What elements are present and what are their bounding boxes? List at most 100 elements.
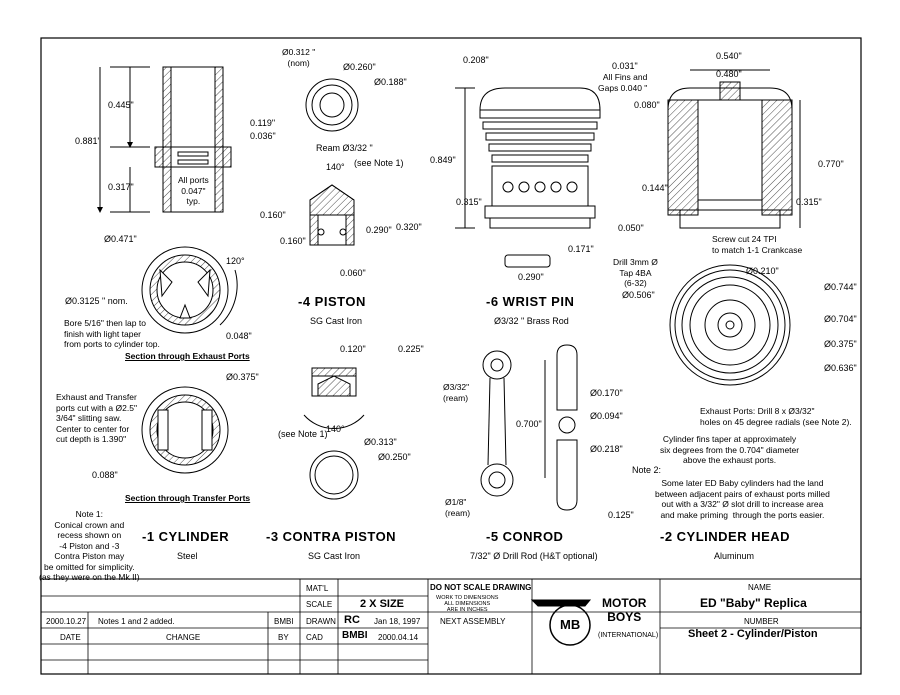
header-by: BY xyxy=(278,633,289,642)
dim-note: Bore 5/16" then lap to finish with light… xyxy=(64,318,160,349)
cylinder-material: Steel xyxy=(177,551,198,561)
name-label: NAME xyxy=(748,583,772,592)
cylinder-head-section xyxy=(667,69,801,229)
dim-label: Ø1/8" (ream) xyxy=(445,497,471,518)
dim-label: 0.119" xyxy=(250,118,276,128)
dim-note: Drill 3mm Ø Tap 4BA (6-32) xyxy=(613,257,658,288)
piston-views xyxy=(305,78,359,246)
dim-label: 0.445" xyxy=(108,100,134,110)
cylinder-head-plan xyxy=(669,264,791,386)
motor-boys-logo xyxy=(530,599,592,646)
dim-label: 0.320" xyxy=(396,222,422,232)
dim-label: Ø0.260" xyxy=(343,62,376,72)
dim-label: Ø0.170" xyxy=(590,388,623,398)
dim-label: 0.208" xyxy=(463,55,489,65)
note2-label: Note 2: xyxy=(632,465,662,475)
dim-label: 0.125" xyxy=(608,510,634,520)
dim-label: 0.290" xyxy=(518,272,544,282)
dim-label: (see Note 1) xyxy=(354,158,404,168)
cad-value: BMBI xyxy=(342,630,368,641)
cylinder-head-title: -2 CYLINDER HEAD xyxy=(660,529,791,544)
title-block-grid xyxy=(41,579,861,674)
dim-label: Ø0.375" xyxy=(226,372,259,382)
dim-label: 0.048" xyxy=(226,331,252,341)
dim-label: 0.480" xyxy=(716,69,742,79)
dim-label: Ø0.506" xyxy=(622,290,655,300)
dim-label: Ø0.210" xyxy=(746,266,779,276)
dim-label: Ø0.188" xyxy=(374,77,407,87)
dim-label: 0.317" xyxy=(108,182,134,192)
dim-label: 0.540" xyxy=(716,51,742,61)
dim-note: Exhaust and Transfer ports cut with a Ø2… xyxy=(56,392,137,444)
dim-label: 0.290" xyxy=(366,225,392,235)
sheet-border xyxy=(40,37,862,675)
company-name: MOTOR BOYS xyxy=(602,596,647,624)
contra-piston-material: SG Cast Iron xyxy=(308,551,361,561)
dim-label: Ø0.375" xyxy=(824,339,857,349)
dim-note: Exhaust Ports: Drill 8 x Ø3/32" holes on… xyxy=(700,406,852,427)
dim-label: 0.031" xyxy=(612,61,638,71)
dim-label: 0.060" xyxy=(340,268,366,278)
dim-label: Ream Ø3/32 " xyxy=(316,143,373,153)
dim-label: 0.160" xyxy=(280,236,306,246)
dims-note: WORK TO DIMENSIONS ALL DIMENSIONS ARE IN… xyxy=(436,595,499,613)
dim-label: Ø0.636" xyxy=(824,363,857,373)
conrod-material: 7/32" Ø Drill Rod (H&T optional) xyxy=(470,551,598,561)
cad-date: 2000.04.14 xyxy=(378,633,419,642)
note2-text: Some later ED Baby cylinders had the lan… xyxy=(655,478,830,520)
number-label: NUMBER xyxy=(744,617,779,626)
note1: Note 1: Conical crown and recess shown o… xyxy=(39,509,140,582)
dim-label: 0.315" xyxy=(456,197,482,207)
dim-label: 0.036" xyxy=(250,131,276,141)
dim-label: 0.770" xyxy=(818,159,844,169)
dim-label: Ø0.704" xyxy=(824,314,857,324)
scale-label: SCALE xyxy=(306,600,333,609)
cylinder-transfer-section xyxy=(141,386,229,474)
cylinder-side-view xyxy=(97,66,232,213)
drawn-date: Jan 18, 1997 xyxy=(374,617,421,626)
cylinder-title: -1 CYLINDER xyxy=(142,529,230,544)
dim-label: Ø0.094" xyxy=(590,411,623,421)
dim-label: 120° xyxy=(226,256,245,266)
cad-label: CAD xyxy=(306,633,323,642)
dim-note: Screw cut 24 TPI to match 1-1 Crankcase xyxy=(712,234,803,255)
header-change: CHANGE xyxy=(166,633,201,642)
drawn-label: DRAWN xyxy=(306,617,336,626)
dim-label: 0.050" xyxy=(618,223,644,233)
dim-label: 0.700" xyxy=(516,419,542,429)
dim-label: 0.225" xyxy=(398,344,424,354)
matl-label: MAT'L xyxy=(306,584,329,593)
piston-material: SG Cast Iron xyxy=(310,316,363,326)
dim-label: 0.315" xyxy=(796,197,822,207)
rev-change: Notes 1 and 2 added. xyxy=(98,617,175,626)
dim-label: 0.088" xyxy=(92,470,118,480)
dim-label: 140° xyxy=(326,424,345,434)
dim-label: (see Note 1) xyxy=(278,429,328,439)
section-exhaust-label: Section through Exhaust Ports xyxy=(125,351,250,361)
conrod-view xyxy=(480,344,578,511)
dim-note: All Fins and Gaps 0.040 " xyxy=(598,72,648,93)
next-assembly-label: NEXT ASSEMBLY xyxy=(440,617,506,626)
dim-label: 0.849" xyxy=(430,155,456,165)
header-date: DATE xyxy=(60,633,81,642)
dim-label: 0.881" xyxy=(75,136,101,146)
section-transfer-label: Section through Transfer Ports xyxy=(125,493,251,503)
logo-letters: MB xyxy=(560,617,581,632)
rev-by: BMBI xyxy=(274,617,294,626)
scale-value: 2 X SIZE xyxy=(360,598,405,610)
dim-label: 0.144" xyxy=(642,183,668,193)
dim-label: 140° xyxy=(326,162,345,172)
dim-label: 0.120" xyxy=(340,344,366,354)
dim-label: 0.080" xyxy=(634,100,660,110)
dim-label: All ports 0.047" typ. xyxy=(178,175,209,206)
dim-label: Ø0.218" xyxy=(590,444,623,454)
dim-label: Ø0.471" xyxy=(104,234,137,244)
name-value: ED "Baby" Replica xyxy=(700,596,807,610)
company-sub: (INTERNATIONAL) xyxy=(598,632,659,639)
dim-label: Ø0.744" xyxy=(824,282,857,292)
contra-piston-title: -3 CONTRA PISTON xyxy=(266,529,397,544)
wrist-pin-view xyxy=(504,254,551,268)
rev-date: 2000.10.27 xyxy=(46,617,87,626)
conrod-title: -5 CONROD xyxy=(486,529,564,544)
